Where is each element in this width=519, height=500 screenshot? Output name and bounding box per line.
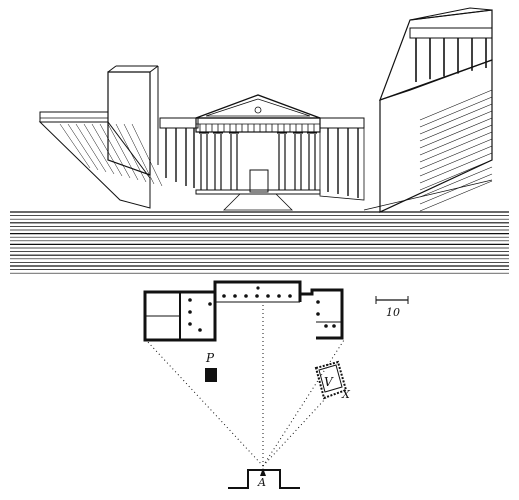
central-facade <box>195 94 321 211</box>
right-wall-hatch-line <box>419 145 493 177</box>
scale-label: 10 <box>386 306 400 319</box>
label-a: A <box>257 476 266 489</box>
plan-column-dot <box>255 294 259 298</box>
left-wall-hatch-line <box>67 123 99 171</box>
plan-view: 10 P V X A <box>143 280 409 489</box>
right-wall-hatch-line <box>419 124 493 156</box>
plan-column-dot <box>316 312 320 316</box>
plan-column-dot <box>233 294 237 298</box>
right-temple-columns <box>415 38 487 82</box>
right-wall-hatch-line <box>419 180 493 212</box>
facade-columns <box>199 132 317 190</box>
right-wall-hatch-line <box>419 159 493 191</box>
right-wall-hatch-line <box>419 173 493 205</box>
plan-central-gate <box>213 280 302 303</box>
plan-column-dot <box>288 294 292 298</box>
plan-column-dot <box>316 300 320 304</box>
plan-column-dot <box>324 324 328 328</box>
plan-column-dot <box>188 322 192 326</box>
plan-column-dot <box>222 294 226 298</box>
right-wall-hatch-line <box>419 96 493 128</box>
right-wing <box>363 7 493 213</box>
right-wall-hatch-line <box>419 131 493 163</box>
statue-p-marker <box>205 368 217 382</box>
scale-bar: 10 <box>375 296 409 319</box>
right-wall-hatching <box>419 89 493 212</box>
frieze-triglyphs <box>199 124 315 132</box>
left-wall-hatch-line <box>83 123 115 175</box>
plan-column-dot <box>244 294 248 298</box>
right-wall-hatch-line <box>419 110 493 142</box>
plan-column-dot <box>277 294 281 298</box>
plan-right-columns <box>316 300 336 328</box>
label-v: V <box>324 375 334 389</box>
left-wall-hatch-line <box>91 123 123 177</box>
left-wall-hatch-line <box>75 123 107 173</box>
left-wall-hatch-line <box>131 123 163 187</box>
sight-lines <box>145 304 345 467</box>
right-wall-hatch-line <box>419 152 493 184</box>
label-p: P <box>205 351 215 365</box>
plan-column-dot <box>198 328 202 332</box>
ground-hatching <box>10 211 509 274</box>
left-wall-hatching <box>59 123 163 187</box>
left-wall-hatch-line <box>123 123 155 185</box>
perspective-view <box>10 7 509 274</box>
plan-column-dot <box>256 286 260 290</box>
plan-column-dot <box>188 298 192 302</box>
right-wall-hatch-line <box>419 138 493 170</box>
plan-column-dot <box>208 302 212 306</box>
left-wall-hatch-line <box>59 123 91 169</box>
plan-column-dot <box>332 324 336 328</box>
right-wall-hatch-line <box>419 89 493 121</box>
right-wall-hatch-line <box>419 166 493 198</box>
left-wing <box>38 65 199 209</box>
plan-left-building <box>143 290 217 342</box>
plan-column-dot <box>266 294 270 298</box>
plan-column-dot <box>188 310 192 314</box>
left-wall-hatch-line <box>115 123 147 183</box>
left-wall-hatch-line <box>99 123 131 179</box>
plan-left-columns <box>188 298 212 332</box>
plan-central-columns <box>222 286 292 298</box>
right-wall-hatch-line <box>419 103 493 135</box>
temple-v <box>314 360 348 400</box>
plan-right-building <box>300 288 344 340</box>
right-colonnade <box>319 117 365 201</box>
left-wall-hatch-line <box>107 123 139 181</box>
left-colonnade <box>159 117 199 188</box>
viewpoint-a <box>228 468 300 489</box>
label-x: X <box>341 388 351 401</box>
right-wall-hatch-line <box>419 117 493 149</box>
